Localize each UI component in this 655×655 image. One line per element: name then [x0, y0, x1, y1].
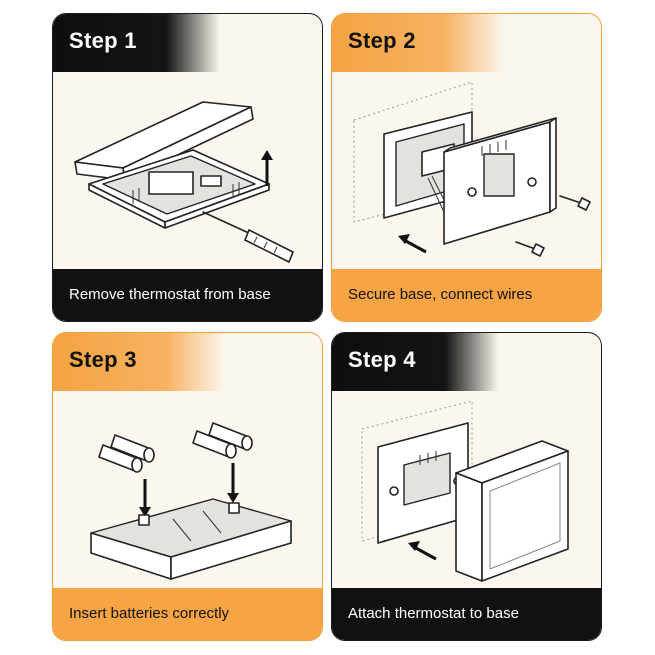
step-3-header: Step 3 — [53, 333, 322, 391]
step-1-illustration — [53, 72, 322, 270]
thermostat-base — [88, 149, 270, 229]
step-4-title: Step 4 — [348, 347, 416, 372]
thermostat-body — [455, 440, 569, 582]
lift-up-arrow-icon — [261, 150, 273, 186]
step-2-illustration — [332, 72, 601, 270]
step-4-caption: Attach thermostat to base — [348, 605, 519, 622]
step-4-card: Step 4 — [331, 332, 602, 641]
step-3-caption: Insert batteries correctly — [69, 605, 230, 622]
attach-arrow-icon — [408, 541, 437, 561]
insert-arrow-icon — [227, 463, 239, 503]
step-2-header: Step 2 — [332, 14, 601, 72]
mounting-base — [377, 422, 469, 544]
screwdriver-icon — [202, 211, 294, 263]
mounting-base — [443, 117, 557, 245]
step-2-footer: Secure base, connect wires — [332, 269, 601, 321]
step-4-footer: Attach thermostat to base — [332, 588, 601, 640]
step-3-footer: Insert batteries correctly — [53, 588, 322, 640]
step-1-caption: Remove thermostat from base — [69, 286, 271, 303]
screw-icon — [559, 195, 591, 211]
battery-icon — [110, 434, 155, 463]
insert-arrow-icon — [139, 479, 151, 517]
step-1-header: Step 1 — [53, 14, 322, 72]
step-2-caption: Secure base, connect wires — [348, 286, 533, 303]
step-2-title: Step 2 — [348, 28, 416, 53]
step-1-footer: Remove thermostat from base — [53, 269, 322, 321]
step-3-title: Step 3 — [69, 347, 137, 372]
step-1-title: Step 1 — [69, 28, 137, 53]
step-1-card: Step 1 — [52, 13, 323, 322]
screw-icon — [515, 241, 545, 257]
push-arrow-icon — [398, 234, 427, 254]
step-3-illustration — [53, 391, 322, 589]
battery-compartment — [90, 498, 292, 580]
step-4-illustration — [332, 391, 601, 589]
step-4-header: Step 4 — [332, 333, 601, 391]
battery-icon — [98, 444, 143, 473]
battery-icon — [208, 422, 253, 451]
wall-outline — [361, 400, 473, 542]
step-2-card: Step 2 — [331, 13, 602, 322]
step-3-card: Step 3 — [52, 332, 323, 641]
